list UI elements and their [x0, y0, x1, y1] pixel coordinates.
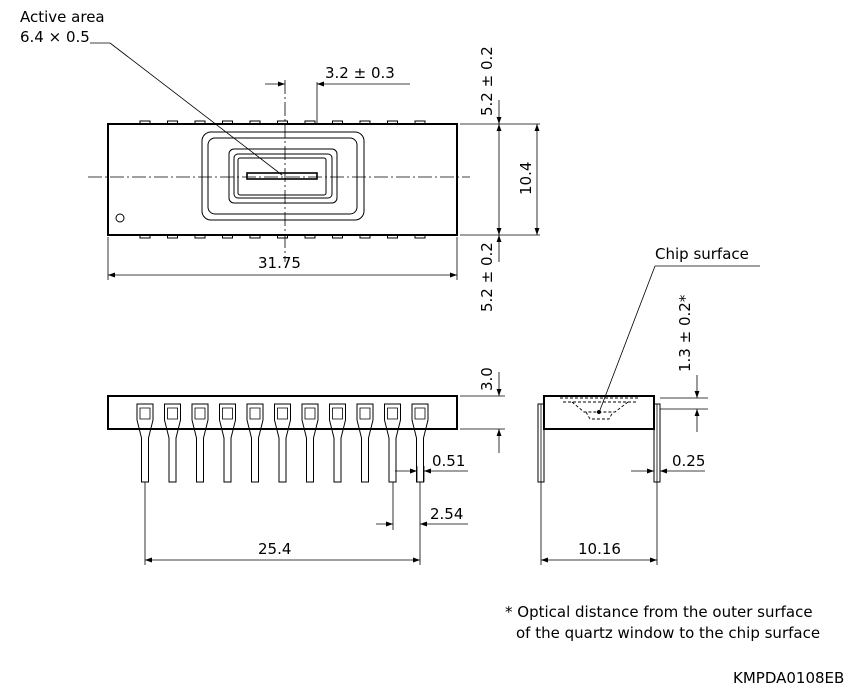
window-frame-2 [207, 137, 358, 215]
side-lead-shoulder [222, 407, 233, 420]
side-lead-shoulder [277, 407, 288, 420]
side-lead [274, 403, 291, 483]
dim-top-clearance: 5.2 ± 0.2 [478, 46, 496, 116]
dim-optical-distance: 1.3 ± 0.2* [676, 294, 694, 372]
window-frame-4 [233, 153, 333, 199]
dim-lead-pitch: 2.54 [430, 505, 463, 523]
end-view [537, 265, 760, 565]
footnote-line1: * Optical distance from the outer surfac… [505, 603, 813, 621]
side-lead [384, 403, 401, 483]
dim-lead-span: 25.4 [258, 540, 291, 558]
side-lead-shoulder [304, 407, 316, 420]
side-lead [411, 403, 429, 483]
dim-height: 10.4 [517, 162, 535, 195]
side-lead [301, 403, 319, 483]
side-lead [136, 403, 154, 483]
pin1-marker [115, 213, 125, 223]
side-lead-shoulder [249, 407, 261, 420]
dim-bottom-clearance: 5.2 ± 0.2 [478, 242, 496, 312]
package-body-side [107, 395, 458, 430]
chip-window [237, 157, 327, 196]
dim-length: 31.75 [258, 254, 301, 272]
label-active-area: Active area [20, 8, 105, 26]
label-chip-surface: Chip surface [655, 245, 749, 263]
window-frame-3 [228, 148, 338, 204]
side-lead-shoulder [359, 407, 371, 420]
dim-lead-thickness: 0.25 [672, 452, 705, 470]
side-lead [246, 403, 264, 483]
side-lead [329, 403, 346, 483]
dim-thickness: 3.0 [478, 367, 496, 391]
side-lead-shoulder [387, 407, 398, 420]
label-active-area-size: 6.4 × 0.5 [20, 28, 90, 46]
active-area-slit [246, 172, 318, 180]
side-lead-shoulder [139, 407, 151, 420]
side-lead [219, 403, 236, 483]
side-lead-shoulder [167, 407, 178, 420]
dim-center-offset: 3.2 ± 0.3 [325, 64, 395, 82]
window-frame-outer [201, 131, 365, 221]
side-lead [164, 403, 181, 483]
side-lead-shoulder [332, 407, 343, 420]
package-body-top [107, 123, 458, 236]
package-body-end [543, 395, 655, 430]
drawing-code: KMPDA0108EB [733, 669, 844, 687]
side-lead [356, 403, 374, 483]
side-view [107, 372, 505, 565]
footnote-line2: of the quartz window to the chip surface [516, 624, 820, 642]
side-lead [191, 403, 209, 483]
dim-row-spacing: 10.16 [578, 540, 621, 558]
side-lead-shoulder [414, 407, 426, 420]
top-view [88, 42, 540, 280]
dim-lead-width: 0.51 [432, 452, 465, 470]
side-leads [136, 403, 429, 483]
side-lead-shoulder [194, 407, 206, 420]
